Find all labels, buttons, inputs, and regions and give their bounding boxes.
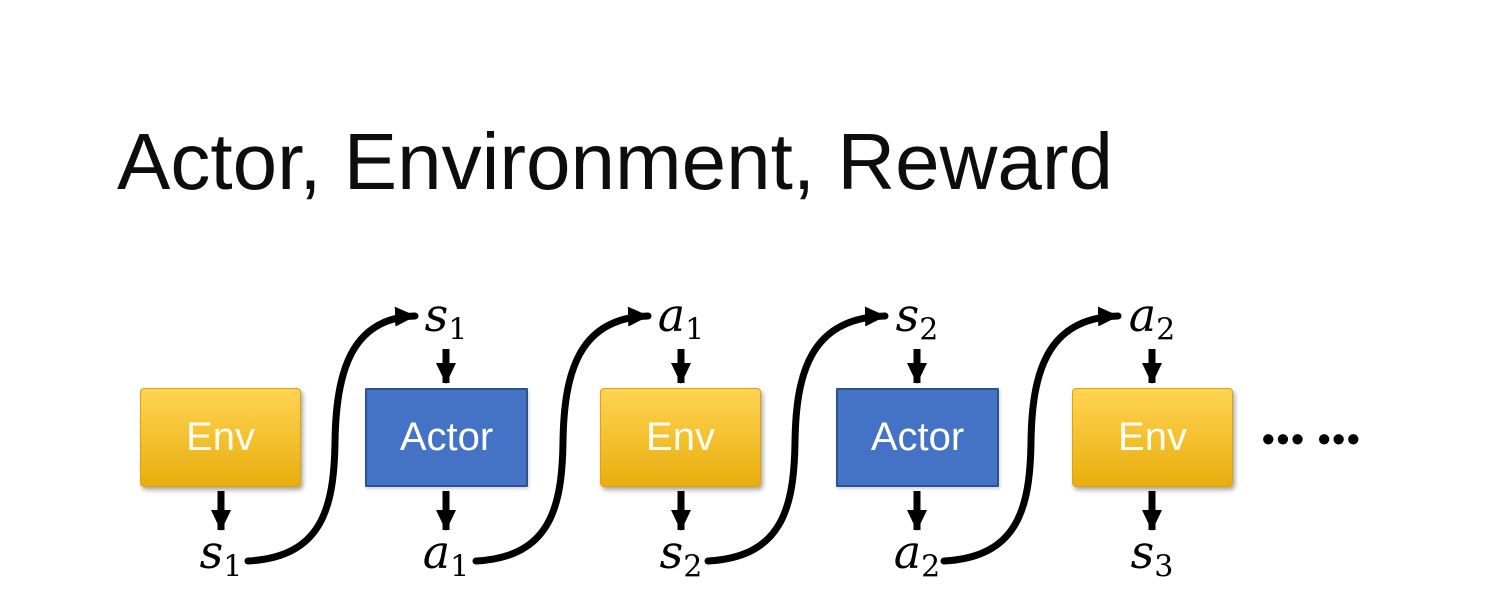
top-label-a1-base: a (657, 288, 686, 342)
curved-arrow-a1-bottom-to-a1-top (472, 306, 652, 565)
actor-box-2: Actor (836, 388, 999, 487)
top-label-a1-sub: 1 (685, 312, 705, 348)
bottom-label-a1-sub: 1 (450, 549, 470, 585)
env-box-1: Env (140, 388, 301, 487)
continuation-ellipsis: ••• ••• (1262, 418, 1362, 459)
bottom-label-s3-base: s (1130, 525, 1155, 579)
env-box-2-label: Env (646, 415, 715, 459)
bottom-label-a2-sub: 2 (921, 549, 941, 585)
env-box-3: Env (1072, 388, 1233, 487)
bottom-label-s1-base: s (199, 525, 224, 579)
top-label-s2-base: s (895, 288, 920, 342)
top-label-a1: a1 (621, 288, 741, 345)
bottom-label-s3: s3 (1092, 525, 1212, 582)
actor-box-1-label: Actor (399, 415, 494, 459)
bottom-label-a1: a1 (386, 525, 506, 582)
bottom-label-a1-base: a (422, 525, 451, 579)
curved-arrow-s1-bottom-to-s1-top (244, 306, 419, 565)
bottom-label-s1: s1 (161, 525, 281, 582)
top-label-s1: s1 (386, 288, 506, 345)
bottom-label-s2-sub: 2 (683, 549, 703, 585)
bottom-label-a2-base: a (893, 525, 922, 579)
top-label-s2-sub: 2 (919, 312, 939, 348)
top-label-s1-base: s (424, 288, 449, 342)
curved-arrow-s2-bottom-to-s2-top (704, 306, 889, 565)
slide-title: Actor, Environment, Reward (117, 117, 1113, 206)
bottom-label-s1-sub: 1 (223, 549, 243, 585)
env-box-1-label: Env (186, 415, 255, 459)
top-label-s1-sub: 1 (448, 312, 468, 348)
bottom-label-s2: s2 (621, 525, 741, 582)
actor-box-2-label: Actor (870, 415, 965, 459)
env-box-2: Env (600, 388, 761, 487)
top-label-s2: s2 (857, 288, 977, 345)
bottom-label-s2-base: s (659, 525, 684, 579)
top-label-a2: a2 (1092, 288, 1212, 345)
actor-box-1: Actor (365, 388, 528, 487)
top-label-a2-base: a (1128, 288, 1157, 342)
top-label-a2-sub: 2 (1156, 312, 1176, 348)
curved-arrow-a2-bottom-to-a2-top (940, 306, 1122, 565)
env-box-3-label: Env (1118, 415, 1187, 459)
bottom-label-a2: a2 (857, 525, 977, 582)
bottom-label-s3-sub: 3 (1154, 549, 1174, 585)
